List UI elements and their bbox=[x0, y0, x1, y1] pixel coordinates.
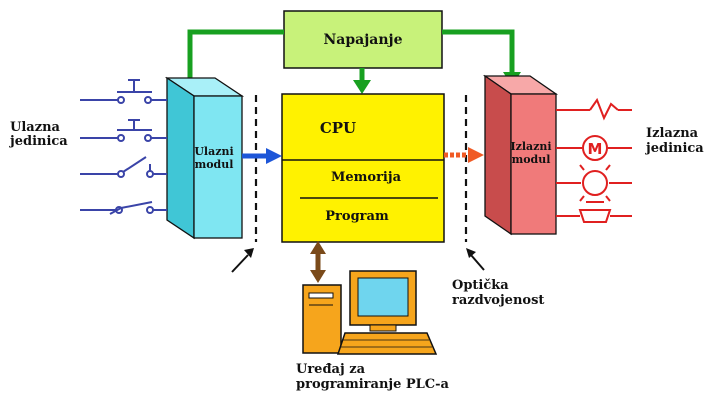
solenoid-icon bbox=[556, 97, 632, 121]
programmer-label-2: programiranje PLC-a bbox=[296, 377, 450, 392]
horn-icon bbox=[556, 201, 632, 223]
input-module-label-2: modul bbox=[195, 158, 234, 171]
power-label: Napajanje bbox=[323, 32, 402, 48]
output-module: Izlazni modul bbox=[482, 74, 559, 236]
cpu-block: CPU Memorija Program bbox=[281, 93, 445, 243]
programming-computer bbox=[302, 270, 438, 355]
cpu-label: CPU bbox=[320, 119, 356, 137]
programming-link-arrow bbox=[310, 241, 326, 283]
pointer-arrow-right bbox=[466, 248, 485, 271]
motor-icon: M bbox=[556, 135, 632, 161]
input-module-label-1: Ulazni bbox=[194, 145, 233, 158]
program-label: Program bbox=[325, 209, 389, 224]
power-supply: Napajanje bbox=[283, 10, 443, 69]
optical-label-2: razdvojenost bbox=[452, 293, 544, 308]
memory-label: Memorija bbox=[331, 170, 402, 185]
output-module-label-2: modul bbox=[512, 153, 551, 166]
programmer-label-1: Uređaj za bbox=[296, 362, 366, 377]
motor-symbol: M bbox=[588, 140, 603, 158]
toggle-switch-icon bbox=[80, 156, 167, 178]
input-switches bbox=[80, 79, 167, 215]
lamp-icon bbox=[556, 164, 632, 202]
optical-label-1: Optička bbox=[452, 278, 509, 293]
output-signal-arrow bbox=[444, 147, 484, 163]
input-unit-label-2: jedinica bbox=[9, 134, 68, 149]
input-module: Ulazni modul bbox=[164, 76, 245, 240]
input-signal-arrow bbox=[242, 148, 282, 164]
output-unit-label-1: Izlazna bbox=[646, 126, 699, 141]
output-module-label-1: Izlazni bbox=[510, 140, 551, 153]
output-unit-label-2: jedinica bbox=[645, 141, 704, 156]
limit-switch-icon bbox=[80, 201, 167, 215]
pushbutton-no-icon bbox=[80, 79, 167, 104]
input-unit-label-1: Ulazna bbox=[10, 120, 61, 135]
output-loads: M bbox=[556, 97, 632, 223]
pointer-arrow-left bbox=[231, 248, 254, 273]
pushbutton-icon bbox=[80, 119, 167, 142]
